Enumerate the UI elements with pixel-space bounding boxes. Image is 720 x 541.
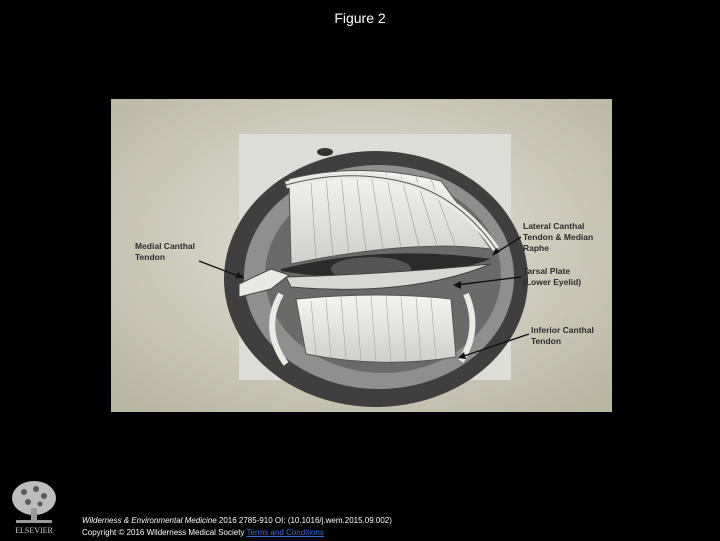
label-lateral-canthal-tendon: Lateral Canthal Tendon & Median Raphe xyxy=(523,221,593,254)
label-line: Tendon xyxy=(531,336,562,346)
figure-panel: Medial Canthal Tendon Lateral Canthal Te… xyxy=(111,99,612,412)
label-line: Tarsal Plate xyxy=(523,266,571,276)
terms-and-conditions-link[interactable]: Terms and Conditions xyxy=(246,528,324,537)
elsevier-logo: ELSEVIER xyxy=(6,478,62,536)
figure-title: Figure 2 xyxy=(334,10,386,26)
copyright-notice: Copyright © 2016 Wilderness Medical Soci… xyxy=(82,528,247,537)
elsevier-wordmark: ELSEVIER xyxy=(15,526,53,535)
label-line: Raphe xyxy=(523,243,549,253)
label-line: (Lower Eyelid) xyxy=(523,277,582,287)
citation-details: 2016 2785-910 OI: (10.1016/j.wem.2015.09… xyxy=(216,516,392,525)
label-line: Tendon xyxy=(135,252,166,262)
label-line: Inferior Canthal xyxy=(531,325,594,335)
eyelid-anatomy-illustration xyxy=(111,99,612,412)
copyright-text: Copyright © 2016 Wilderness Medical Soci… xyxy=(82,528,324,537)
citation-text: Wilderness & Environmental Medicine 2016… xyxy=(82,516,392,525)
journal-name: Wilderness & Environmental Medicine xyxy=(82,516,217,525)
elsevier-tree-icon: ELSEVIER xyxy=(6,478,62,536)
label-medial-canthal-tendon: Medial Canthal Tendon xyxy=(135,241,195,263)
label-inferior-canthal-tendon: Inferior Canthal Tendon xyxy=(531,325,594,347)
label-line: Lateral Canthal xyxy=(523,221,585,231)
label-line: Medial Canthal xyxy=(135,241,195,251)
label-tarsal-plate: Tarsal Plate (Lower Eyelid) xyxy=(523,266,581,288)
label-line: Tendon & Median xyxy=(523,232,594,242)
